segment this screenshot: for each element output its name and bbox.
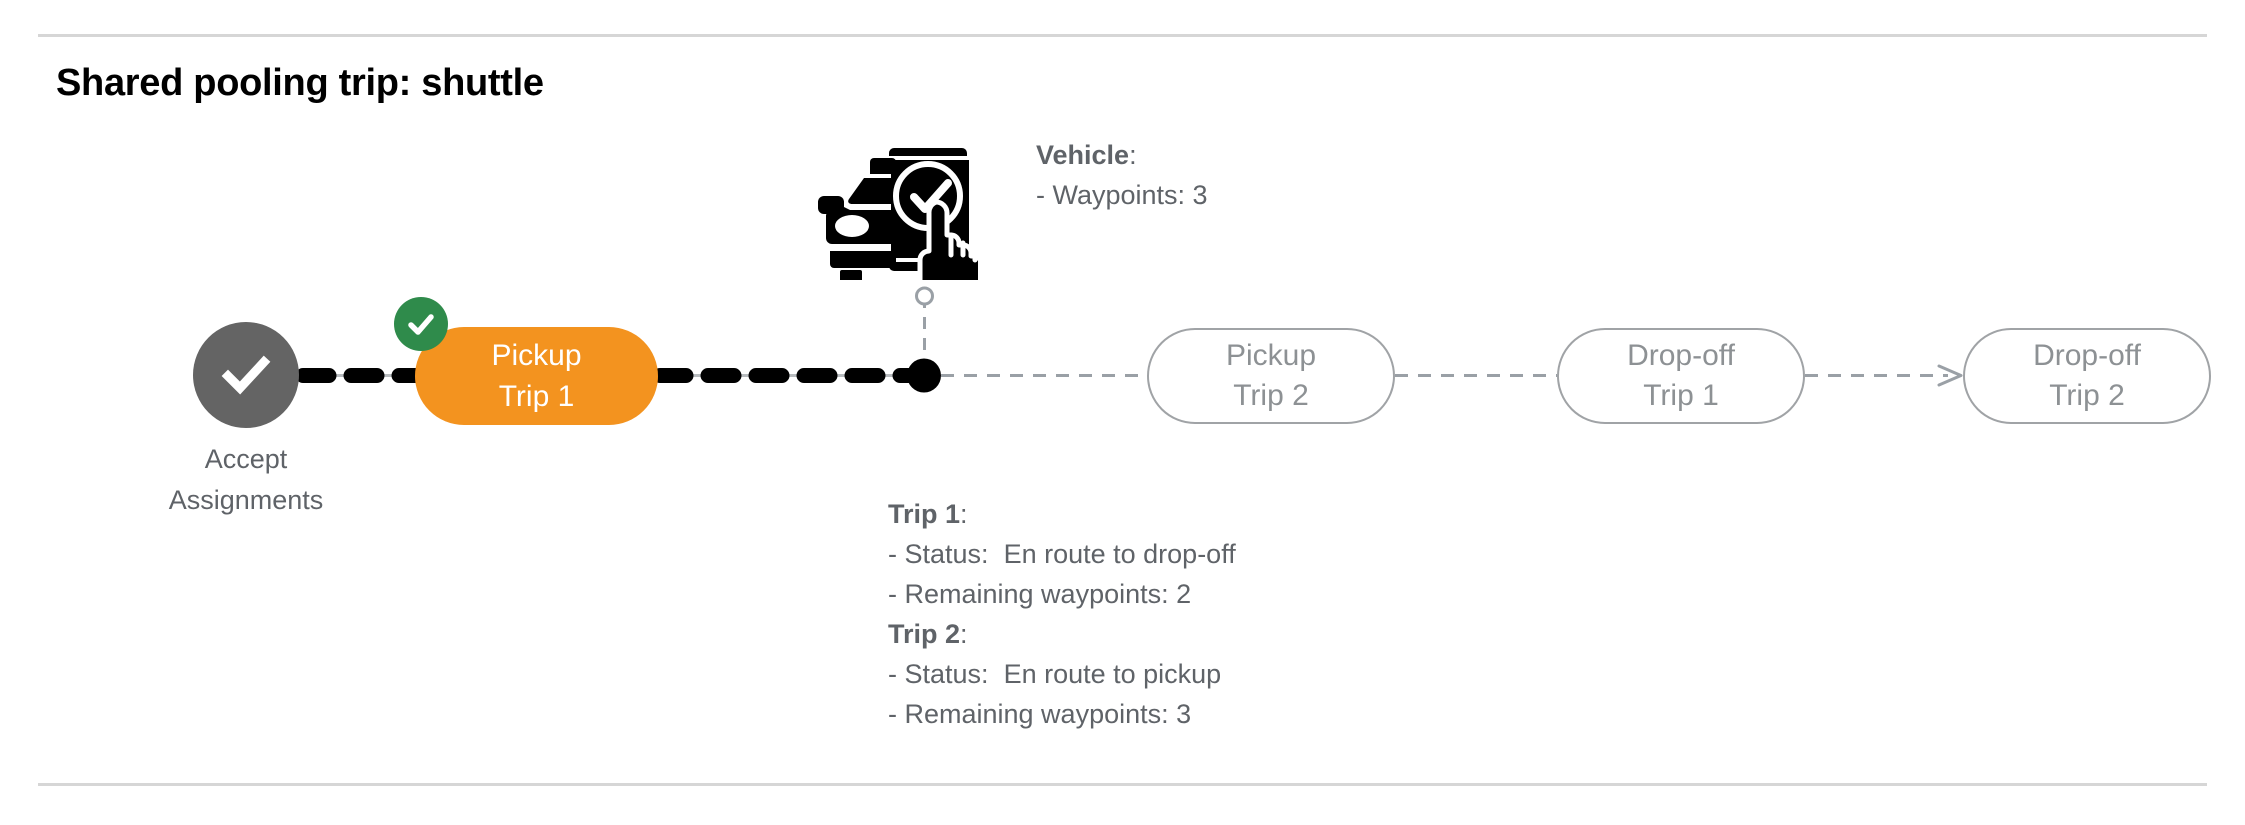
trip-2-waypoints-line: - Remaining waypoints: 3	[888, 699, 1192, 729]
trip-2-heading: Trip 2:	[888, 614, 1236, 654]
page-title: Shared pooling trip: shuttle	[56, 62, 544, 104]
trip-1-heading: Trip 1:	[888, 494, 1236, 534]
trip-1-heading-text: Trip 1	[888, 499, 961, 529]
accept-label-line2: Assignments	[168, 485, 324, 515]
flow-node-pickup-trip-1[interactable]: Pickup Trip 1	[415, 327, 658, 425]
check-circle-icon	[221, 355, 271, 395]
flow-node-drop-off-trip-1[interactable]: Drop-off Trip 1	[1557, 328, 1805, 424]
trip-1-status-label: - Status:	[888, 539, 989, 569]
vehicle-stem-anchor	[915, 286, 934, 306]
flow-node-accept-assignments[interactable]: Accept Assignments	[169, 322, 323, 515]
accept-assignments-label: Accept Assignments	[133, 439, 359, 521]
trip-2-status-label: - Status:	[888, 659, 989, 689]
accept-label-line1: Accept	[204, 444, 288, 474]
vehicle-waypoints-line: - Waypoints: 3	[1036, 180, 1208, 210]
trip-1-waypoints-line: - Remaining waypoints: 2	[888, 579, 1192, 609]
drop-off-trip-1-line1: Drop-off	[1627, 339, 1735, 372]
drop-off-trip-2-line2: Trip 2	[2049, 379, 2125, 412]
vehicle-heading-text: Vehicle	[1036, 140, 1130, 170]
flow-node-pickup-trip-2[interactable]: Pickup Trip 2	[1147, 328, 1395, 424]
divider-bottom	[38, 783, 2207, 786]
pickup-trip-2-line1: Pickup	[1225, 339, 1317, 372]
check-icon	[408, 314, 434, 335]
trip-1-status-line: - Status: En route to drop-off	[888, 534, 1236, 574]
vehicle-app-check-icon	[818, 122, 984, 303]
vehicle-annotation-heading: Vehicle:	[1036, 135, 1208, 175]
accept-circle	[193, 322, 299, 428]
divider-top	[38, 34, 2207, 37]
vehicle-annotation: Vehicle: - Waypoints: 3	[1036, 135, 1208, 215]
arrowhead-icon	[1937, 364, 1963, 387]
trip-2-heading-suffix: :	[960, 619, 968, 649]
vehicle-position-dot	[907, 358, 941, 393]
flow-node-drop-off-trip-2[interactable]: Drop-off Trip 2	[1963, 328, 2211, 424]
trip-2-heading-text: Trip 2	[888, 619, 961, 649]
trip-2-status-line: - Status: En route to pickup	[888, 654, 1236, 694]
drop-off-trip-2-line1: Drop-off	[2033, 339, 2141, 372]
drop-off-trip-1-line2: Trip 1	[1643, 379, 1719, 412]
pickup-trip-1-line1: Pickup	[491, 339, 582, 372]
trip-2-status-value: En route to pickup	[1003, 659, 1222, 689]
pickup-trip-1-line2: Trip 1	[498, 380, 575, 413]
completed-check-badge	[394, 297, 448, 351]
trip-1-heading-suffix: :	[960, 499, 968, 529]
vehicle-heading-suffix: :	[1129, 140, 1137, 170]
trip-1-status-value: En route to drop-off	[1003, 539, 1236, 569]
trips-annotation: Trip 1: - Status: En route to drop-off -…	[888, 494, 1236, 734]
pickup-trip-2-line2: Trip 2	[1233, 379, 1309, 412]
